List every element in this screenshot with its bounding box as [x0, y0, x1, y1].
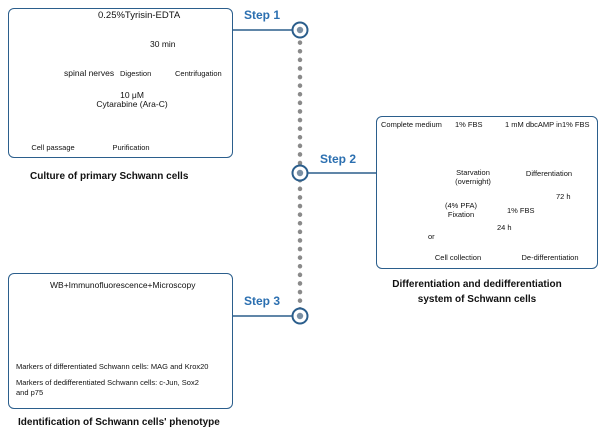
- fixation-label: Fixation: [447, 210, 475, 219]
- step2-caption-line1: Differentiation and dedifferentiation: [392, 279, 562, 290]
- differentiation-label: Differentiation: [525, 169, 573, 178]
- step1-caption: Culture of primary Schwann cells: [30, 171, 189, 182]
- complete-medium-label: Complete medium: [381, 120, 442, 129]
- step1-label: Step 1: [244, 8, 281, 22]
- time-72h-label: 72 h: [556, 192, 571, 201]
- step3-label: Step 3: [244, 294, 281, 308]
- fbs2-label: 1% FBS: [507, 206, 535, 215]
- step1-panel: [8, 8, 233, 158]
- step3-panel: [8, 273, 233, 409]
- purification-label: Purification: [112, 143, 150, 152]
- overnight-label: (overnight): [455, 177, 491, 186]
- time-24h-label: 24 h: [497, 223, 512, 232]
- markers-dediff-line2: and p75: [16, 388, 44, 397]
- centrifugation-label: Centrifugation: [175, 69, 222, 78]
- time-30min-label: 30 min: [150, 39, 176, 49]
- methods-label: WB+Immunofluorescence+Microscopy: [50, 280, 196, 290]
- de-differentiation-label: De-differentiation: [521, 253, 579, 262]
- reagent-label: 0.25%Tyrisin-EDTA: [98, 10, 181, 21]
- step2-panel: [376, 116, 598, 269]
- markers-dediff-line1: Markers of dedifferentiated Schwann cell…: [16, 378, 199, 387]
- markers-diff-label: Markers of differentiated Schwann cells:…: [16, 362, 209, 371]
- cytarabine-label: Cytarabine (Ara-C): [96, 99, 168, 109]
- cell-passage-label: Cell passage: [31, 143, 75, 152]
- starvation-label: Starvation: [456, 168, 490, 177]
- pfa-label: (4% PFA): [444, 201, 478, 210]
- step3-caption: Identification of Schwann cells' phenoty…: [18, 417, 220, 428]
- cytarabine-dose-label: 10 μM: [120, 90, 144, 100]
- step3-node: [291, 307, 309, 325]
- step1-node: [291, 21, 309, 39]
- fbs1-label: 1% FBS: [455, 120, 483, 129]
- cell-collection-label: Cell collection: [434, 253, 482, 262]
- step2-node: [291, 164, 309, 182]
- step2-caption-line2: system of Schwann cells: [417, 294, 537, 305]
- spinal-nerves-label: spinal nerves: [64, 68, 115, 78]
- step2-label: Step 2: [320, 152, 357, 166]
- dbcamp-label: 1 mM dbcAMP in1% FBS: [505, 120, 590, 129]
- or-label: or: [428, 232, 435, 241]
- digestion-label: Digestion: [120, 69, 152, 78]
